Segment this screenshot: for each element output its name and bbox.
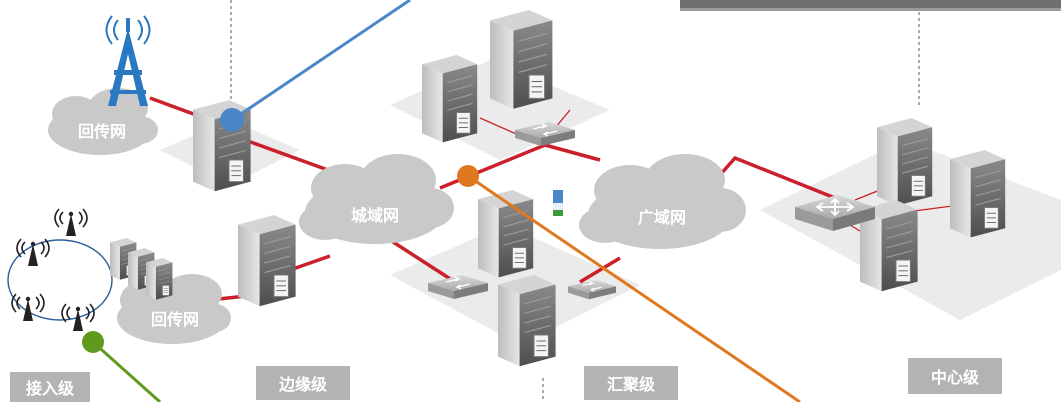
link-agg-bottom-wan <box>579 256 621 284</box>
server-rack-icon <box>145 257 173 301</box>
cloud-icon <box>299 154 454 244</box>
backhaul-top-label: 回传网 <box>78 122 126 141</box>
pointers <box>82 0 801 402</box>
pointer-blue-dot <box>220 108 244 132</box>
metro-label: 城域网 <box>351 206 399 225</box>
cloud-icon <box>48 88 158 155</box>
link-wan-center <box>718 156 841 202</box>
server-rack-icon <box>876 117 933 206</box>
cloud-wan: 广域网 <box>579 154 746 249</box>
server-rack-icon <box>421 54 478 143</box>
cloud-metro: 城域网 <box>299 154 454 244</box>
server-rack-icon <box>237 214 297 307</box>
router-icon <box>795 195 875 231</box>
tier-access-label: 接入级 <box>26 379 75 398</box>
link-metro-aggregation <box>439 143 546 190</box>
tier-edge-label: 边缘级 <box>278 375 328 394</box>
server-rack-icon <box>949 149 1006 238</box>
device-badge-icon <box>553 190 563 216</box>
backhaul-bottom-label: 回传网 <box>151 310 199 329</box>
guide-lines <box>230 0 920 402</box>
top-banner <box>680 0 1061 11</box>
pointer-orange-line <box>467 174 801 402</box>
tier-labels: 接入级 边缘级 汇聚级 中心级 <box>10 358 1002 402</box>
link-edge2-metro <box>289 254 331 272</box>
pointer-green-line <box>91 340 162 402</box>
access-antennas <box>11 208 95 332</box>
link-metro-agg-bottom <box>389 238 456 284</box>
pointer-blue-line <box>231 0 411 122</box>
cloud-backhaul-top: 回传网 <box>48 88 158 155</box>
radio-tower-icon <box>105 15 151 106</box>
wan-label: 广域网 <box>638 208 686 227</box>
pointer-orange-dot <box>457 165 479 187</box>
tier-aggregation-label: 汇聚级 <box>607 375 656 394</box>
tier-center-label: 中心级 <box>931 368 980 387</box>
access-ring <box>7 239 113 321</box>
antenna-icon <box>54 208 88 237</box>
cloud-icon <box>579 154 746 249</box>
pointer-green-dot <box>82 331 104 353</box>
server-rack-icon <box>497 274 557 367</box>
antenna-icon <box>61 303 95 332</box>
server-rack-icon <box>489 9 554 110</box>
link-agg-wan <box>544 143 601 162</box>
